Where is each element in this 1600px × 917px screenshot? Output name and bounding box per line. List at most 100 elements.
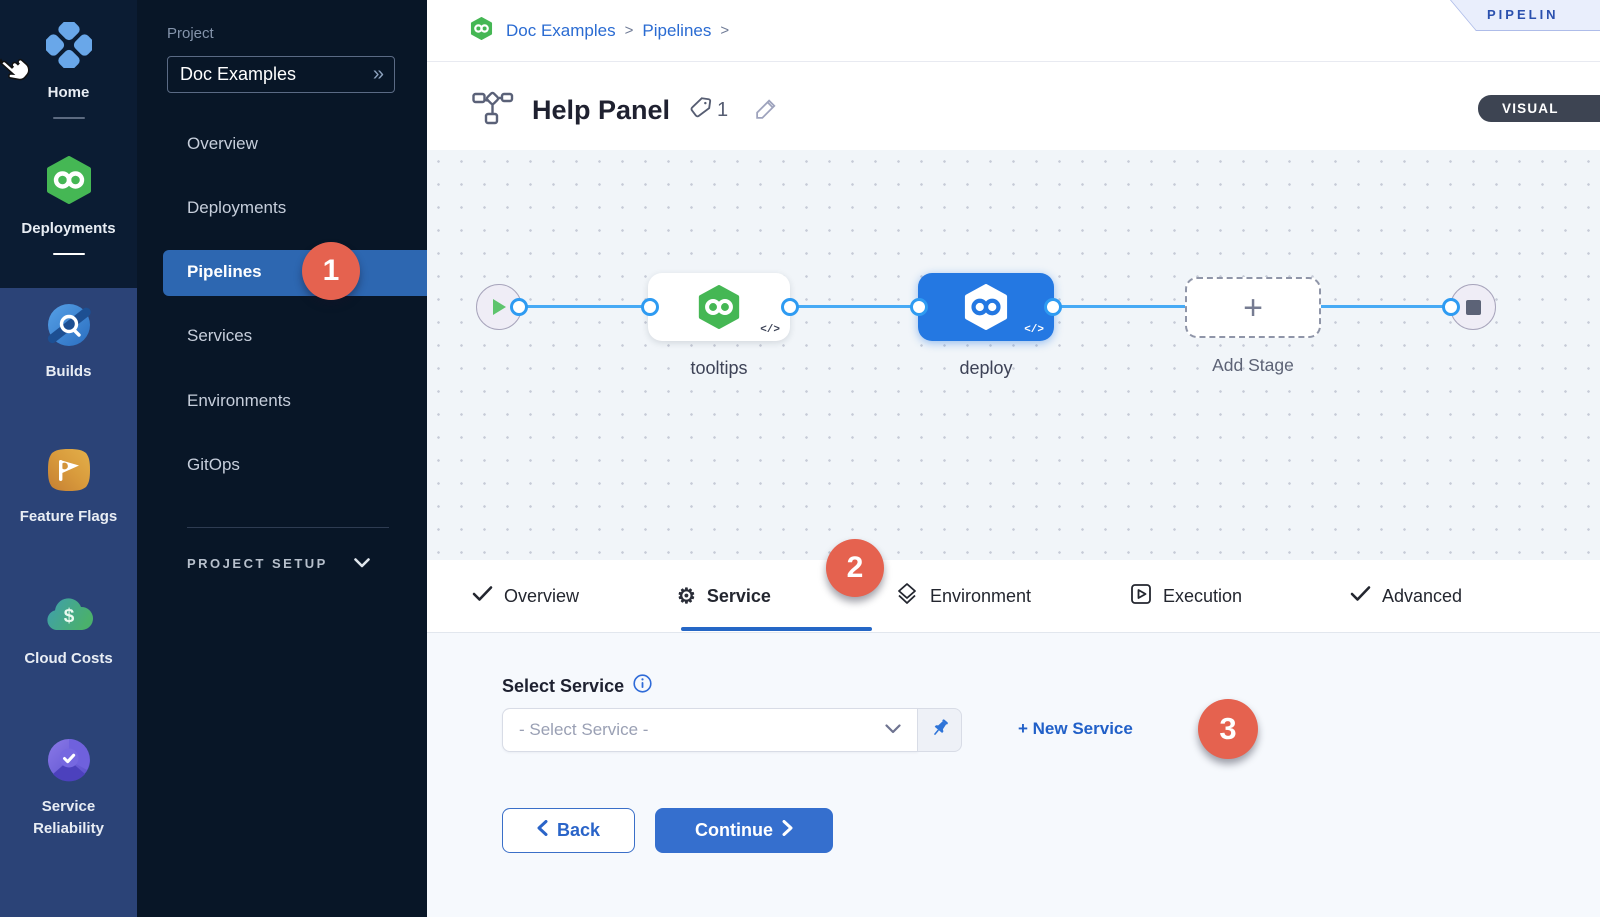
pin-icon xyxy=(929,717,951,744)
breadcrumb-link-project[interactable]: Doc Examples xyxy=(506,20,616,40)
chevron-left-icon xyxy=(537,820,548,841)
rail-item-home[interactable]: Home xyxy=(0,18,137,119)
annotation-badge-3: 3 xyxy=(1198,699,1258,759)
rail-item-builds[interactable]: Builds xyxy=(0,303,137,383)
connector-edge xyxy=(519,305,650,308)
add-stage-label: Add Stage xyxy=(1212,355,1294,375)
project-expand-icon[interactable]: » xyxy=(372,63,384,85)
continue-button[interactable]: Continue xyxy=(655,808,833,853)
visual-yaml-toggle[interactable]: VISUAL xyxy=(1478,95,1600,122)
sidebar-item-overview[interactable]: Overview xyxy=(187,134,258,153)
sidebar-item-services[interactable]: Services xyxy=(187,326,253,345)
execution-icon xyxy=(1130,583,1152,610)
tags-indicator[interactable]: 1 xyxy=(688,95,728,127)
main-content: Doc Examples > Pipelines > PIPELIN Help … xyxy=(427,0,1600,917)
svg-text:$: $ xyxy=(63,606,74,627)
pipeline-canvas[interactable]: </> tooltips </> deploy + Add Stage xyxy=(427,150,1600,560)
project-setup-toggle[interactable]: PROJECT SETUP xyxy=(187,556,370,571)
deployments-icon xyxy=(45,156,93,209)
pipeline-header: Help Panel 1 VISUAL xyxy=(427,62,1600,150)
check-icon xyxy=(472,585,493,607)
chevron-down-icon xyxy=(354,556,370,571)
home-divider xyxy=(52,116,85,119)
tab-label: Execution xyxy=(1163,585,1243,606)
continue-label: Continue xyxy=(695,820,773,840)
edit-pipeline-button[interactable] xyxy=(754,96,779,126)
tab-label: Service xyxy=(706,585,771,606)
home-icon xyxy=(42,18,95,73)
code-glyph: </> xyxy=(1024,324,1044,336)
connector-port xyxy=(510,298,528,316)
gear-icon: ⚙ xyxy=(677,584,696,608)
rail-item-cloud-costs[interactable]: $ Cloud Costs xyxy=(0,592,137,670)
project-setup-label: PROJECT SETUP xyxy=(187,556,328,571)
stage-label-deploy: deploy xyxy=(959,358,1013,378)
select-service-placeholder: - Select Service - xyxy=(519,720,649,739)
tab-label: Environment xyxy=(930,585,1032,606)
tab-service[interactable]: ⚙ Service xyxy=(677,577,771,615)
sidebar-item-environments[interactable]: Environments xyxy=(187,391,291,410)
rail-label-feature-flags: Feature Flags xyxy=(19,508,118,525)
rail-label-deployments: Deployments xyxy=(21,220,116,237)
tab-execution[interactable]: Execution xyxy=(1130,577,1242,615)
tag-icon xyxy=(688,95,714,127)
connector-port xyxy=(1442,298,1460,316)
tab-label: Overview xyxy=(504,585,580,606)
code-glyph: </> xyxy=(760,324,780,336)
project-label: Project xyxy=(167,25,214,42)
page-title: Help Panel xyxy=(532,95,671,125)
rail-label-cloud-costs: Cloud Costs xyxy=(24,650,113,667)
new-service-link[interactable]: + New Service xyxy=(1018,719,1133,738)
active-tab-underline xyxy=(681,627,872,631)
sidebar-divider xyxy=(187,527,389,528)
select-service-dropdown[interactable]: - Select Service - xyxy=(502,708,918,752)
rail-item-deployments[interactable]: Deployments xyxy=(0,156,137,255)
tab-advanced[interactable]: Advanced xyxy=(1350,577,1462,615)
connector-port xyxy=(1044,298,1062,316)
selected-nav-highlight xyxy=(163,250,427,296)
sidebar-item-gitops[interactable]: GitOps xyxy=(187,455,240,474)
connector-edge xyxy=(1053,305,1185,308)
module-rail: Home Deployments Builds Feature Flags $ xyxy=(0,0,137,917)
project-name: Doc Examples xyxy=(180,64,297,84)
tab-overview[interactable]: Overview xyxy=(472,577,579,615)
rail-item-feature-flags[interactable]: Feature Flags xyxy=(0,448,137,528)
stage-node-deploy[interactable]: </> xyxy=(918,273,1054,341)
pipeline-studio-banner: PIPELIN xyxy=(1450,0,1600,31)
back-button[interactable]: Back xyxy=(502,808,635,853)
connector-edge xyxy=(1320,305,1451,308)
visual-toggle-label: VISUAL xyxy=(1502,101,1559,116)
cloud-costs-icon: $ xyxy=(45,592,93,639)
pin-input-button[interactable] xyxy=(918,708,962,752)
harness-project-icon xyxy=(470,16,493,45)
breadcrumb-separator: > xyxy=(720,22,730,39)
connector-edge xyxy=(790,305,919,308)
add-stage-button[interactable]: + xyxy=(1185,277,1321,338)
stop-icon xyxy=(1465,299,1481,315)
feature-flags-icon xyxy=(47,448,91,497)
breadcrumb-separator: > xyxy=(624,22,634,39)
rail-label-home: Home xyxy=(47,84,90,101)
service-reliability-icon xyxy=(47,738,91,787)
sidebar-item-pipelines[interactable]: Pipelines xyxy=(187,262,262,281)
stage-node-tooltips[interactable]: </> xyxy=(648,273,790,341)
cursor-pointer xyxy=(0,55,30,98)
builds-icon xyxy=(47,303,91,352)
connector-port xyxy=(641,298,659,316)
tab-environment[interactable]: Environment xyxy=(895,577,1031,615)
pipeline-studio-label: PIPELIN xyxy=(1487,7,1559,22)
sidebar-item-deployments[interactable]: Deployments xyxy=(187,198,287,217)
deployments-active-indicator xyxy=(52,252,85,255)
breadcrumb-link-pipelines[interactable]: Pipelines xyxy=(642,20,712,40)
annotation-badge-1: 1 xyxy=(302,242,360,300)
select-service-label: Select Service xyxy=(502,675,625,696)
harness-cd-stage-icon xyxy=(698,285,740,329)
info-icon[interactable] xyxy=(633,674,652,698)
play-icon xyxy=(493,299,506,315)
pipeline-graph-icon xyxy=(472,91,514,130)
rail-item-service-reliability[interactable]: Service Reliability xyxy=(0,738,137,840)
breadcrumb: Doc Examples > Pipelines > PIPELIN xyxy=(427,0,1600,62)
project-sidebar: Project Doc Examples » Overview Deployme… xyxy=(137,0,427,917)
project-selector[interactable]: Doc Examples » xyxy=(167,56,395,93)
